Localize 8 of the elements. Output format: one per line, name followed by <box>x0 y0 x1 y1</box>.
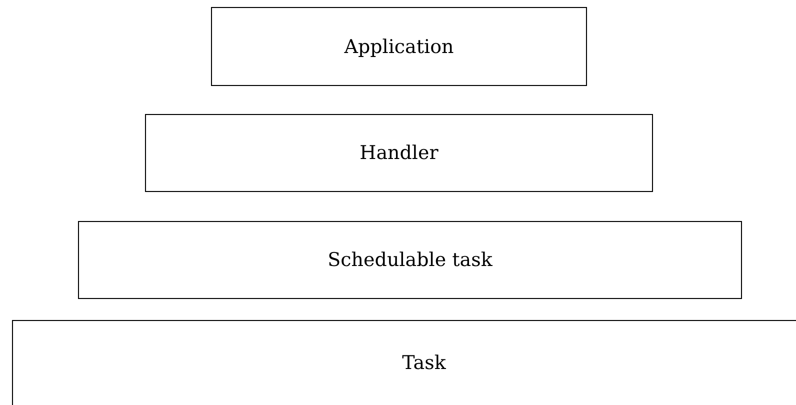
layer-label: Schedulable task <box>328 249 492 271</box>
layer-box <box>145 114 653 192</box>
layer-label: Application <box>344 36 454 58</box>
layer-label: Task <box>402 352 446 374</box>
layer-box <box>211 7 587 86</box>
layer-label: Handler <box>360 142 438 164</box>
layer-box <box>12 320 796 405</box>
layer-box <box>78 221 742 299</box>
